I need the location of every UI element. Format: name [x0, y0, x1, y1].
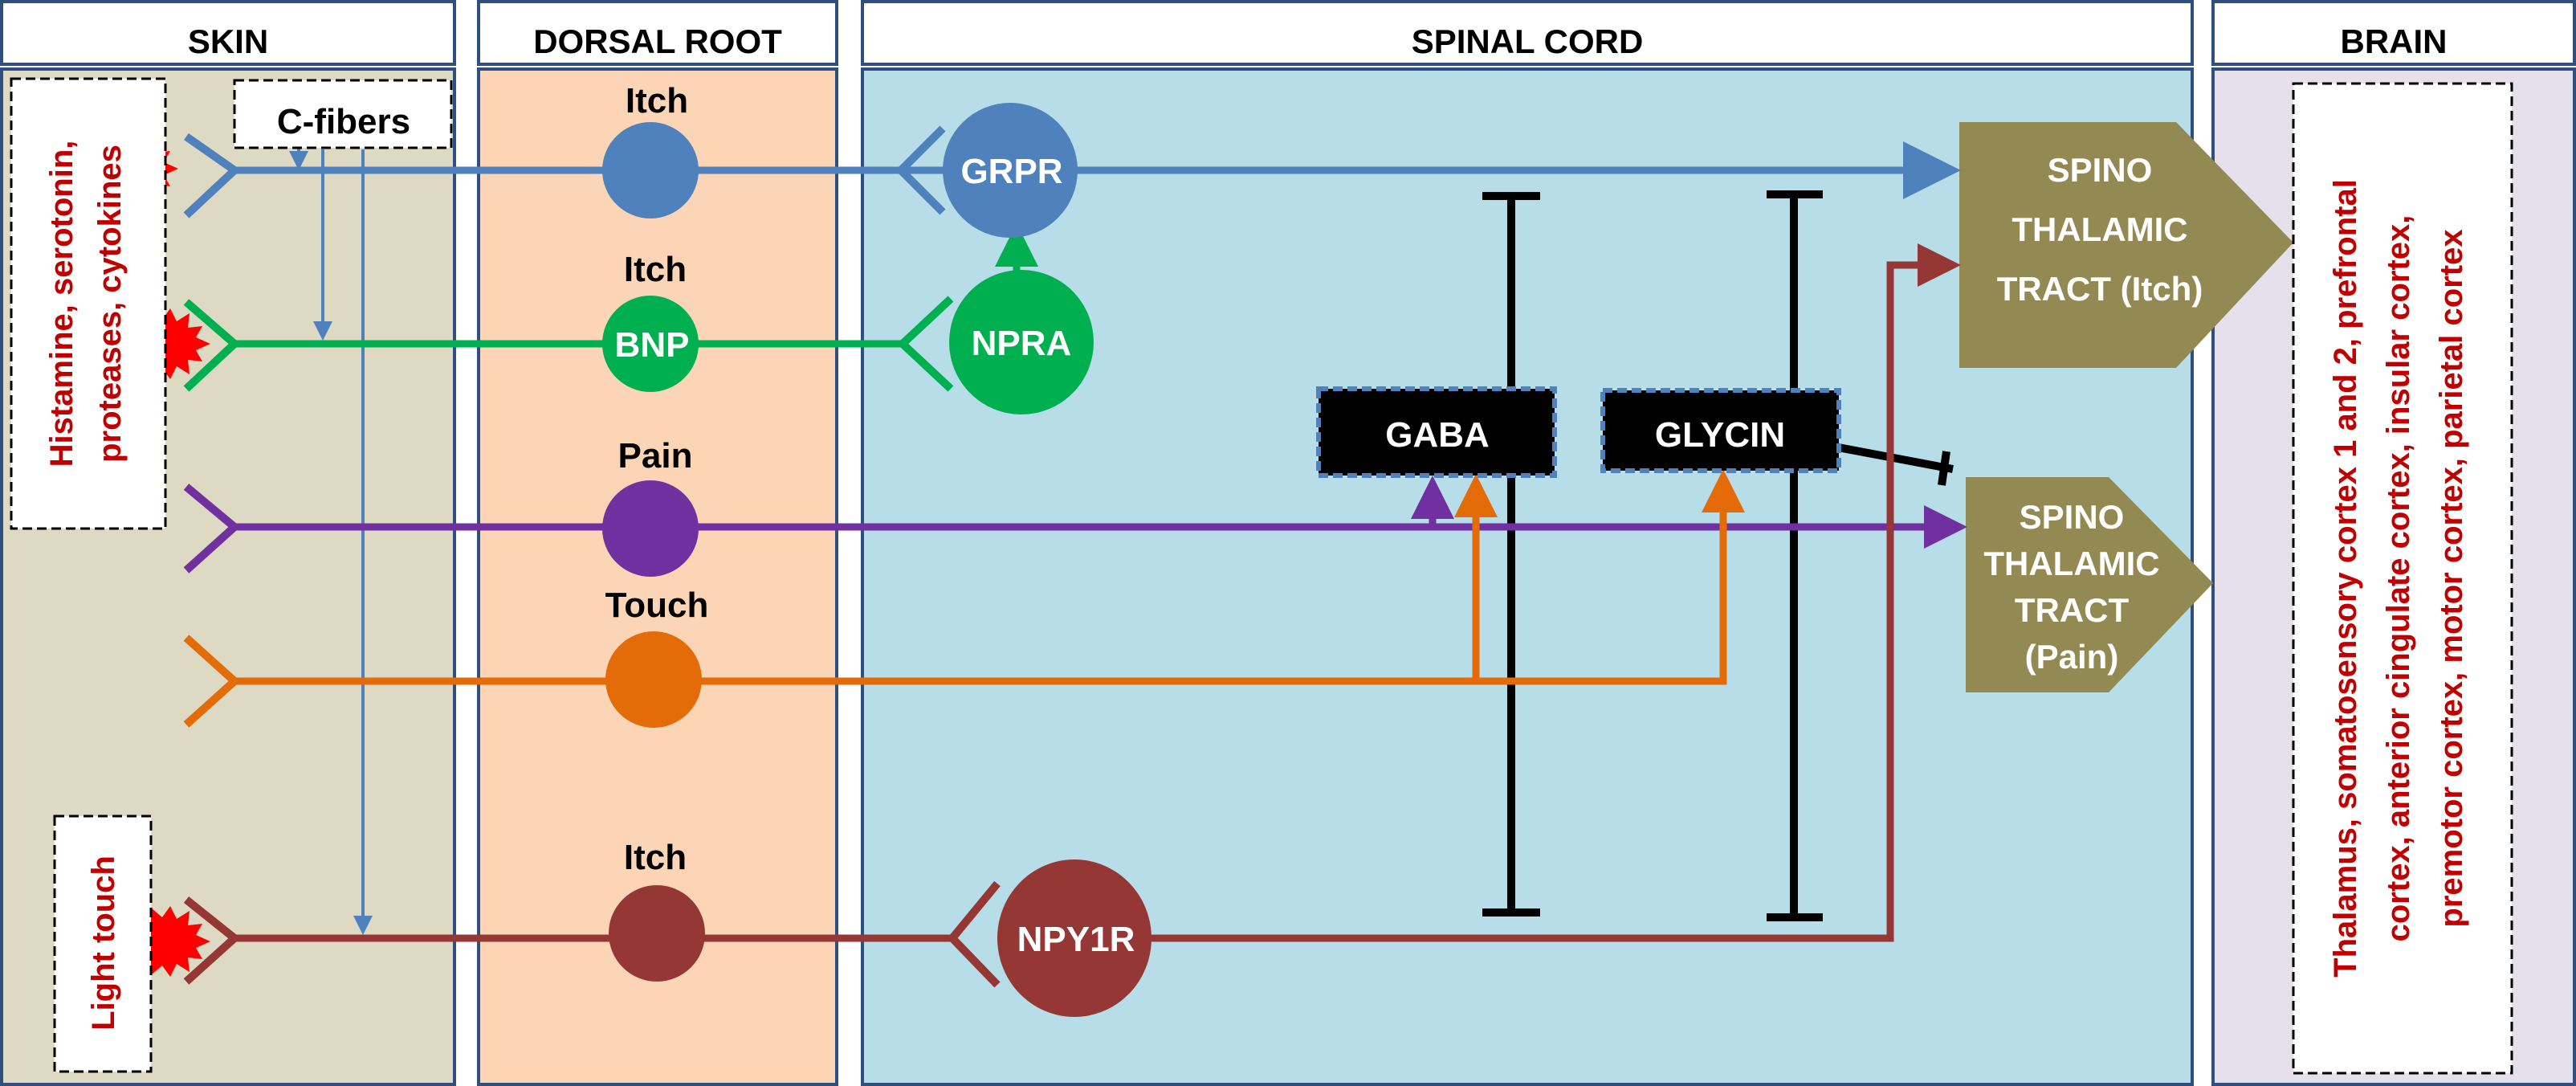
- bnp-pathway-green: [183, 223, 1038, 392]
- brain-regions-box: Thalamus, somatosensory cortex 1 and 2, …: [2292, 82, 2513, 1075]
- stimuli-top-line-2: proteases, cytokines: [92, 145, 128, 463]
- touch-pathway-orange: [183, 469, 1745, 728]
- pain-neuron: Pain: [602, 436, 699, 577]
- tract-pain-line-2: THALAMIC: [1983, 545, 2159, 582]
- tract-itch: SPINO THALAMIC TRACT (Itch): [1959, 122, 2293, 368]
- gaba-inhibitory-bar: [1482, 192, 1540, 917]
- bnp-neuron: Itch BNP: [602, 250, 699, 392]
- itch-neuron-3: Itch: [609, 838, 705, 982]
- npy1r-label: NPY1R: [1017, 920, 1135, 959]
- glycin-interneuron: GLYCIN: [1600, 388, 1841, 473]
- pain-pathway-purple: [183, 476, 1967, 574]
- touch-neuron: Touch: [605, 586, 709, 728]
- brain-regions-line-1: Thalamus, somatosensory cortex 1 and 2, …: [2328, 179, 2363, 978]
- brain-regions-line-2: cortex, anterior cingulate cortex, insul…: [2381, 215, 2416, 942]
- brain-regions-line-3: premotor cortex, motor cortex, parietal …: [2434, 229, 2469, 927]
- stimuli-box-top: Histamine, serotonin, proteases, cytokin…: [10, 77, 167, 530]
- c-fibers-box: C-fibers: [233, 79, 453, 149]
- gaba-label: GABA: [1385, 415, 1490, 455]
- header-spinal-cord: SPINAL CORD: [1412, 22, 1644, 60]
- header-brain: BRAIN: [2341, 22, 2448, 60]
- tract-pain: SPINO THALAMIC TRACT (Pain): [1966, 477, 2213, 692]
- tract-pain-line-4: (Pain): [2025, 638, 2119, 676]
- c-fibers-label: C-fibers: [277, 102, 410, 141]
- npra-receptor: NPRA: [949, 270, 1094, 414]
- stimuli-top-line-1: Histamine, serotonin,: [44, 141, 79, 467]
- npy1r-receptor: NPY1R: [997, 859, 1151, 1017]
- gaba-interneuron: GABA: [1316, 386, 1557, 478]
- pain-label: Pain: [618, 436, 693, 476]
- tract-itch-line-1: SPINO: [2048, 151, 2153, 189]
- touch-label: Touch: [605, 586, 709, 625]
- itch-neuron-1: Itch: [602, 81, 699, 218]
- grpr-receptor: GRPR: [943, 103, 1078, 238]
- tract-pain-line-1: SPINO: [2020, 498, 2125, 536]
- glycin-inhibitory-bar: [1767, 190, 1823, 921]
- itch-label-1: Itch: [626, 81, 688, 120]
- itch-pathway-blue: [183, 125, 1961, 935]
- light-touch-label: Light touch: [86, 855, 121, 1031]
- tract-pain-line-3: TRACT: [2015, 591, 2130, 629]
- tract-itch-line-2: THALAMIC: [2011, 210, 2187, 248]
- bnp-label: BNP: [615, 325, 690, 365]
- header-dorsal-root: DORSAL ROOT: [533, 22, 782, 60]
- npra-label: NPRA: [972, 324, 1072, 363]
- itch-label-2: Itch: [624, 250, 687, 289]
- glycin-label: GLYCIN: [1655, 415, 1785, 455]
- panel-dorsal-root: DORSAL ROOT: [477, 0, 838, 1086]
- tract-itch-line-3: TRACT (Itch): [1997, 270, 2203, 308]
- stimuli-box-bottom: Light touch: [53, 814, 153, 1073]
- light-touch-pathway-red: [183, 243, 1961, 988]
- grpr-label: GRPR: [960, 152, 1062, 191]
- header-skin: SKIN: [188, 22, 268, 60]
- itch-label-3: Itch: [624, 838, 687, 877]
